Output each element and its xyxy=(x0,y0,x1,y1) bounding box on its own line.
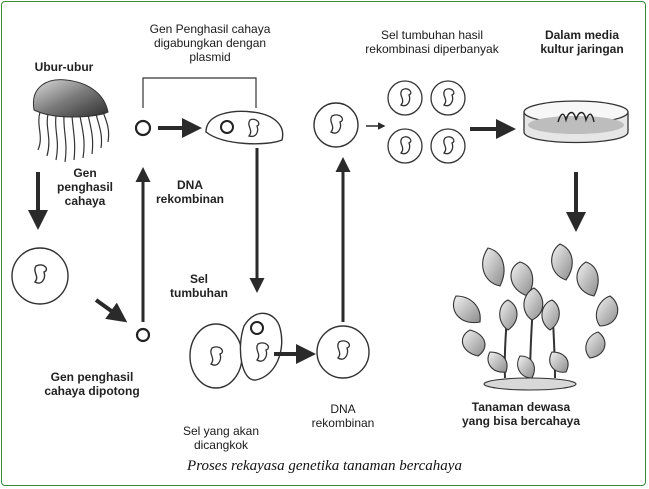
bracket-line xyxy=(142,77,257,108)
label-tissue-culture: Dalam media kultur jaringan xyxy=(540,28,624,56)
arrow-cell-to-gene xyxy=(94,298,128,323)
cut-gene-circle xyxy=(135,327,151,343)
figure-caption: Proses rekayasa genetika tanaman bercaha… xyxy=(187,458,462,474)
label-gene-light: Gen penghasil cahaya xyxy=(56,166,113,208)
petri-dish-illustration xyxy=(523,100,629,144)
plant-cell-pair xyxy=(189,312,283,389)
recombinant-cell-mid xyxy=(313,102,359,148)
label-dna-recombinant-top: DNA rekombinan xyxy=(155,178,224,206)
plasmid-circle xyxy=(134,119,152,137)
label-recombinant-multiplied: Sel tumbuhan hasil rekombinasi diperbany… xyxy=(365,28,499,56)
label-gene-cut: Gen penghasil cahaya dipotong xyxy=(44,370,140,398)
label-adult-plant: Tanaman dewasa yang bisa bercahaya xyxy=(461,400,581,428)
label-jellyfish: Ubur-ubur xyxy=(34,60,94,74)
recombinant-dna-shape xyxy=(205,110,284,145)
label-plant-cell: Sel tumbuhan xyxy=(170,272,228,300)
jellyfish-illustration xyxy=(32,79,110,163)
multiplied-cells xyxy=(387,80,466,164)
label-cell-to-graft: Sel yang akan dicangkok xyxy=(182,424,260,452)
jelly-cell xyxy=(11,247,69,305)
adult-plant-illustration xyxy=(453,243,619,391)
gene-squiggle-icon-3 xyxy=(330,114,344,134)
label-gene-combined: Gen Penghasil cahaya digabungkan dengan … xyxy=(149,22,271,64)
label-dna-recombinant-bottom: DNA rekombinan xyxy=(311,402,375,430)
recombinant-cell-bottom xyxy=(316,325,370,379)
gene-squiggle-icon xyxy=(33,264,48,284)
gene-squiggle-icon-2 xyxy=(337,340,351,360)
